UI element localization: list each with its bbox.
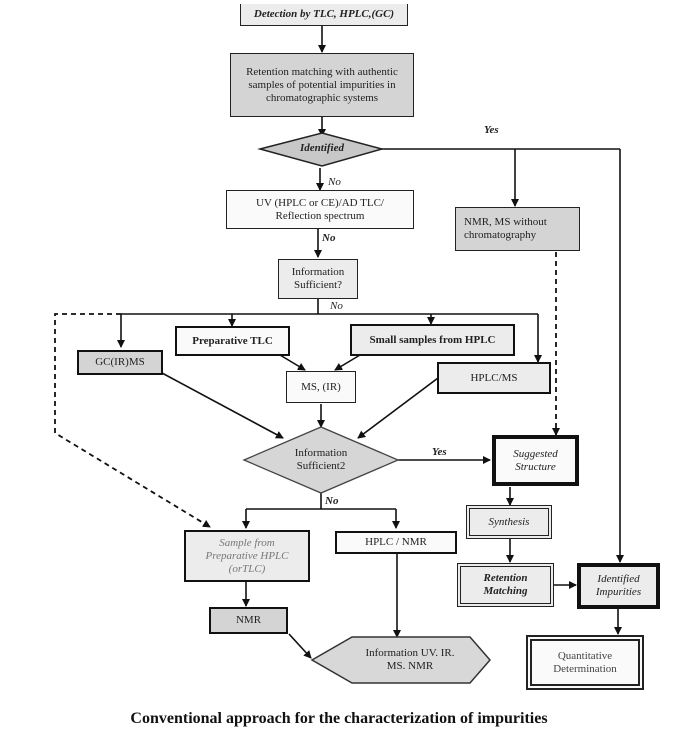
information-final-label: Information UV. IR. MS. NMR [365, 647, 455, 672]
identified-impurities-box: Identified Impurities [577, 563, 660, 609]
ms-ir-box: MS, (IR) [286, 371, 356, 403]
retention-matching-box: Retention Matching [457, 563, 554, 607]
identified-decision-shape [257, 132, 385, 167]
detection-box: Detection by TLC, HPLC,(GC) [240, 4, 408, 26]
information-final-shape [310, 636, 491, 684]
prep-tlc-box: Preparative TLC [175, 326, 290, 356]
hplc-nmr-box: HPLC / NMR [335, 531, 457, 554]
quantitative-box: Quantitative Determination [526, 635, 644, 690]
figure-caption: Conventional approach for the characteri… [130, 710, 548, 727]
retention-top-box: Retention matching with authentic sample… [230, 53, 414, 117]
nmr-ms-box: NMR, MS without chromatography [455, 207, 580, 251]
identified-decision-label: Identified [300, 142, 344, 154]
uv-box: UV (HPLC or CE)/AD TLC/ Reflection spect… [226, 190, 414, 229]
gc-ir-ms-box: GC(IR)MS [77, 350, 163, 375]
small-samples-box: Small samples from HPLC [350, 324, 515, 356]
label-no-uv: No [322, 232, 336, 244]
synthesis-box: Synthesis [466, 505, 552, 539]
label-yes-top: Yes [484, 124, 499, 136]
label-no-info2: No [325, 495, 339, 507]
nmr-box: NMR [209, 607, 288, 634]
edge-nmr-info [288, 633, 312, 659]
label-yes-info2: Yes [432, 446, 447, 458]
suggested-structure-box: Suggested Structure [492, 435, 579, 486]
info-sufficient-2-shape [242, 426, 400, 494]
sample-prep-hplc-box: Sample from Preparative HPLC (orTLC) [184, 530, 310, 582]
edge-small-ms [334, 354, 361, 371]
hplc-ms-box: HPLC/MS [437, 362, 551, 394]
info-sufficient-1-box: Information Sufficient? [278, 259, 358, 299]
label-no-identified: No [328, 176, 341, 188]
edge-gc-info2 [161, 372, 284, 439]
label-no-info1: No [330, 300, 343, 312]
edge-hplcms-info2 [357, 377, 439, 439]
edge-prep-ms [279, 354, 306, 371]
info-sufficient-2-label: Information Sufficient2 [294, 447, 348, 472]
